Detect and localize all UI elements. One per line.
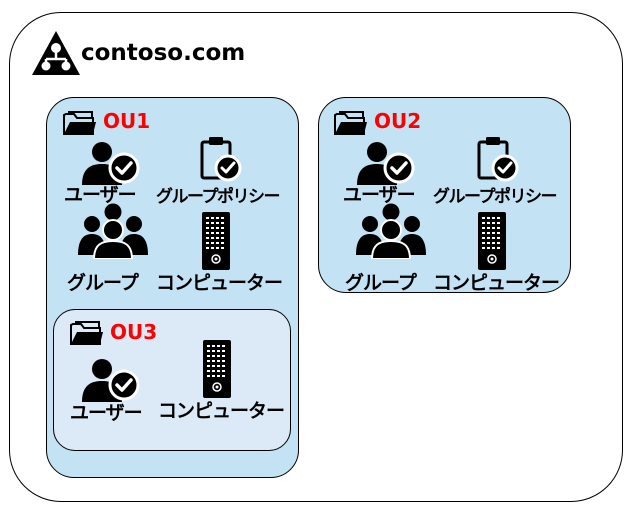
domain-tree-icon [31, 30, 81, 76]
computer-tower-icon [203, 340, 231, 398]
ou2-title: OU2 [374, 109, 422, 133]
ou3-computers-label: コンピューター [158, 400, 285, 422]
folder-icon [63, 110, 97, 136]
clipboard-check-icon [476, 136, 520, 182]
ou2-group-policy-label: グループポリシー [433, 187, 557, 207]
user-check-icon [80, 141, 140, 185]
ou1-group-policy-label: グループポリシー [156, 187, 280, 207]
ou1-groups-label: グループ [67, 272, 139, 294]
ou2-users-label: ユーザー [343, 184, 416, 206]
computer-tower-icon [202, 212, 230, 270]
ou3-users-label: ユーザー [70, 402, 143, 424]
group-icon [356, 203, 426, 259]
user-check-icon [355, 141, 415, 185]
ou3-title: OU3 [110, 320, 158, 344]
computer-tower-icon [478, 212, 506, 270]
ou2-groups-label: グループ [345, 272, 417, 294]
user-check-icon [80, 358, 140, 402]
ou1-computers-label: コンピューター [156, 272, 283, 294]
ou1-title: OU1 [103, 109, 151, 133]
clipboard-check-icon [199, 136, 243, 182]
domain-name: contoso.com [81, 40, 246, 66]
ou2-computers-label: コンピューター [433, 272, 560, 294]
ou1-users-label: ユーザー [64, 184, 137, 206]
folder-icon [70, 320, 104, 346]
folder-icon [334, 110, 368, 136]
group-icon [78, 203, 148, 259]
